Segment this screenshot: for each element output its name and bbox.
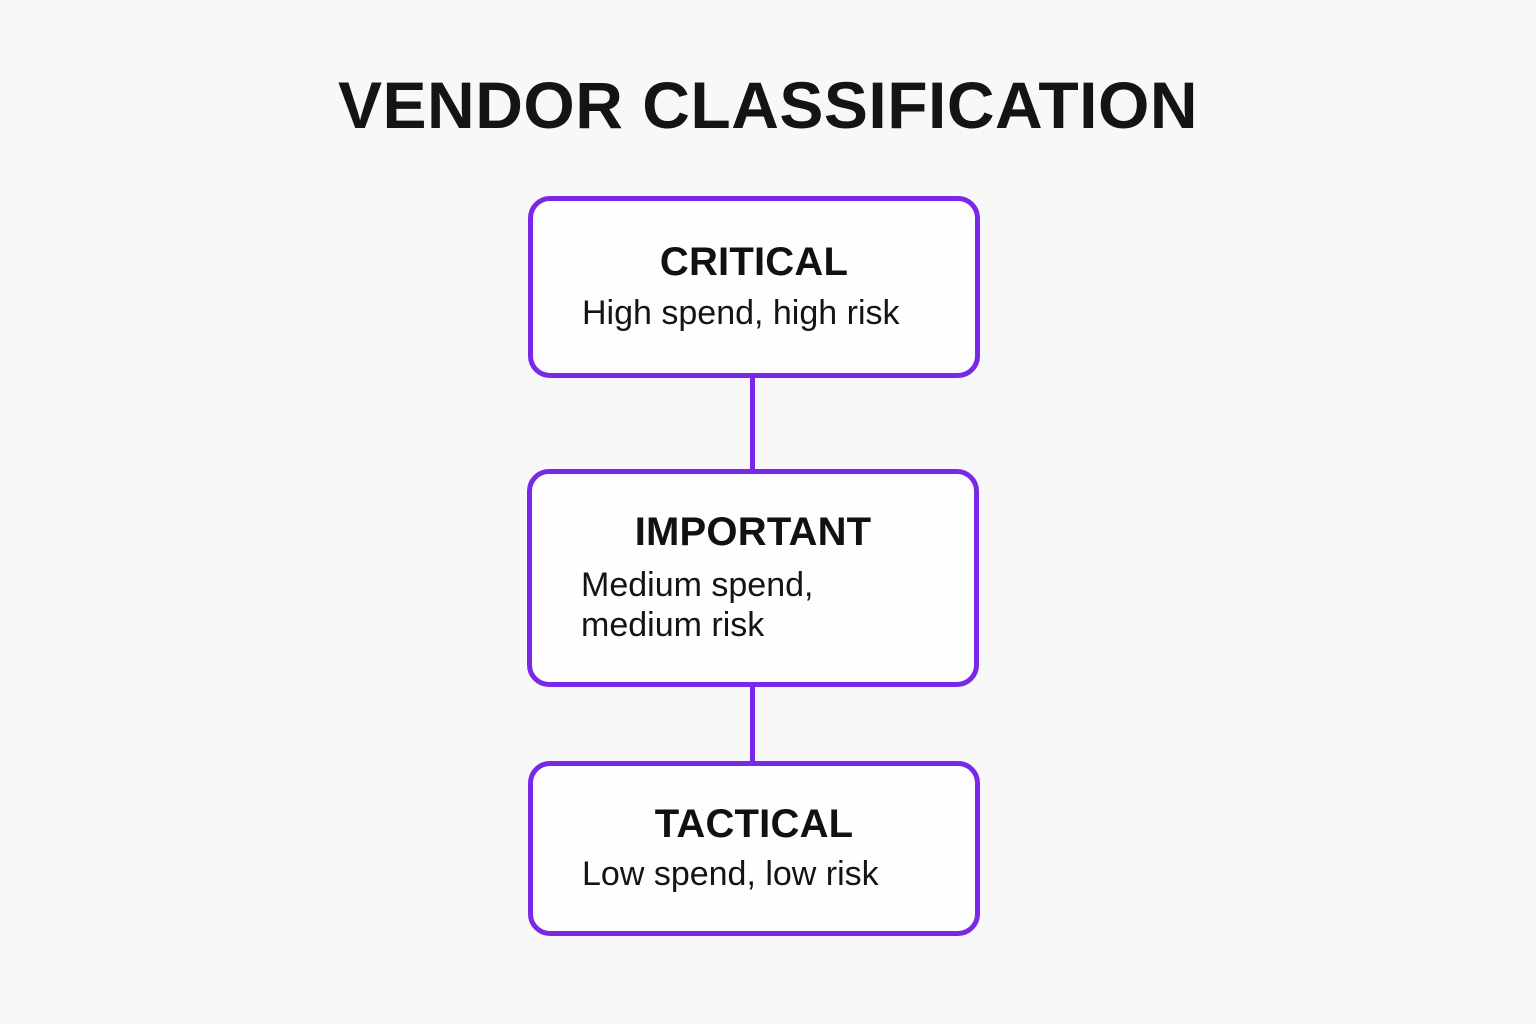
node-description: High spend, high risk [582,293,900,332]
node-title: CRITICAL [659,239,849,284]
node-description: Low spend, low risk [582,854,879,893]
page-title: VENDOR CLASSIFICATION [338,68,1198,142]
flow-node-critical[interactable]: CRITICAL High spend, high risk [528,196,980,378]
connector-important-to-tactical [750,683,755,765]
flow-node-tactical[interactable]: TACTICAL Low spend, low risk [528,761,980,936]
node-description: Medium spend, medium risk [581,565,814,644]
connector-critical-to-important [750,374,755,473]
flow-node-important[interactable]: IMPORTANT Medium spend, medium risk [527,469,979,687]
node-title: IMPORTANT [634,509,872,554]
node-title: TACTICAL [654,801,854,846]
